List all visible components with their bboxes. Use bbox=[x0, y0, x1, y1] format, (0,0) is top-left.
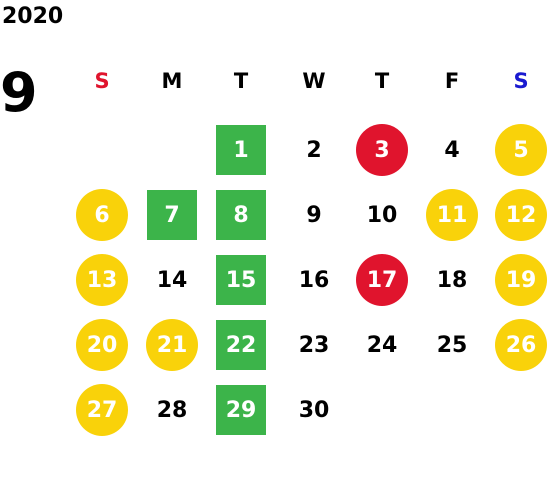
day-cell-19[interactable]: 19 bbox=[495, 254, 547, 306]
day-cell-3[interactable]: 3 bbox=[356, 124, 408, 176]
day-cell-12[interactable]: 12 bbox=[495, 189, 547, 241]
day-cell-4[interactable]: 4 bbox=[444, 137, 460, 163]
day-cell-9[interactable]: 9 bbox=[306, 202, 322, 228]
day-cell-14[interactable]: 14 bbox=[156, 267, 188, 293]
day-cell-7[interactable]: 7 bbox=[147, 190, 197, 240]
weekday-label: T bbox=[233, 69, 249, 93]
day-cell-11[interactable]: 11 bbox=[426, 189, 478, 241]
day-cell-17[interactable]: 17 bbox=[356, 254, 408, 306]
day-cell-5[interactable]: 5 bbox=[495, 124, 547, 176]
day-cell-30[interactable]: 30 bbox=[298, 397, 330, 423]
day-cell-10[interactable]: 10 bbox=[366, 202, 398, 228]
day-cell-29[interactable]: 29 bbox=[216, 385, 266, 435]
year-label: 2020 bbox=[2, 4, 64, 29]
day-cell-22[interactable]: 22 bbox=[216, 320, 266, 370]
day-cell-23[interactable]: 23 bbox=[298, 332, 330, 358]
weekday-label: S bbox=[513, 69, 529, 93]
day-cell-25[interactable]: 25 bbox=[436, 332, 468, 358]
month-number: 9 bbox=[0, 61, 38, 124]
day-cell-13[interactable]: 13 bbox=[76, 254, 128, 306]
day-cell-26[interactable]: 26 bbox=[495, 319, 547, 371]
day-cell-24[interactable]: 24 bbox=[366, 332, 398, 358]
day-cell-1[interactable]: 1 bbox=[216, 125, 266, 175]
weekday-label: F bbox=[444, 69, 460, 93]
day-cell-6[interactable]: 6 bbox=[76, 189, 128, 241]
weekday-label: S bbox=[94, 69, 110, 93]
day-cell-18[interactable]: 18 bbox=[436, 267, 468, 293]
day-cell-8[interactable]: 8 bbox=[216, 190, 266, 240]
day-cell-27[interactable]: 27 bbox=[76, 384, 128, 436]
weekday-label: M bbox=[161, 69, 183, 93]
weekday-label: W bbox=[302, 69, 326, 93]
weekday-label: T bbox=[374, 69, 390, 93]
day-cell-21[interactable]: 21 bbox=[146, 319, 198, 371]
day-cell-15[interactable]: 15 bbox=[216, 255, 266, 305]
day-cell-20[interactable]: 20 bbox=[76, 319, 128, 371]
day-cell-2[interactable]: 2 bbox=[306, 137, 322, 163]
day-cell-16[interactable]: 16 bbox=[298, 267, 330, 293]
day-cell-28[interactable]: 28 bbox=[156, 397, 188, 423]
